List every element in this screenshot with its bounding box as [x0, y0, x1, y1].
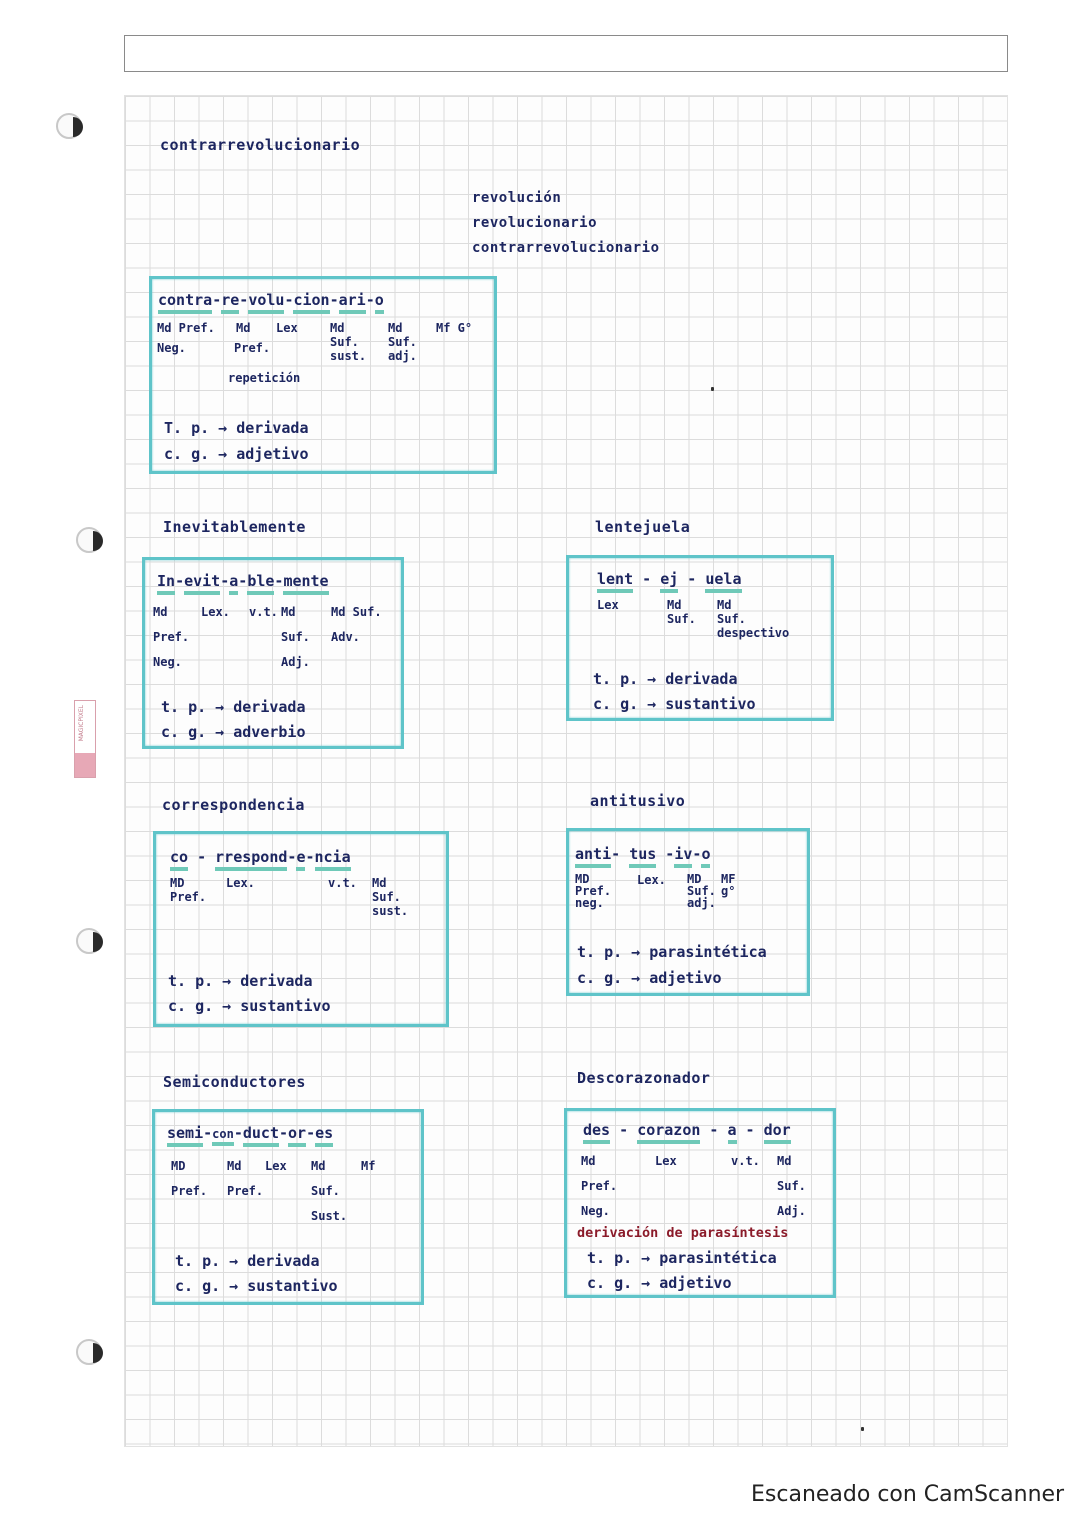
binder-hole-icon [76, 928, 103, 954]
process-type: t. p. → parasintética [587, 1249, 777, 1267]
derivation-step: revolucionario [472, 215, 598, 231]
grammatical-category: c. g. → adjetivo [164, 445, 309, 463]
margin-sticker-text: MAGICPIXEL [78, 705, 85, 742]
grammatical-category: c. g. → sustantivo [175, 1277, 338, 1295]
grammatical-category: c. g. → sustantivo [593, 695, 756, 713]
analysis-box-contrarrevolucionario: contra-re-volu-cion-ari-o Md Pref.Neg. M… [149, 276, 497, 474]
header-blank-field [124, 35, 1008, 72]
binder-hole-icon [76, 1339, 103, 1365]
grammatical-category: c. g. → adverbio [161, 723, 306, 741]
process-type: t. p. → parasintética [577, 943, 767, 961]
binder-hole-icon [56, 113, 83, 139]
entry-title: antitusivo [590, 792, 686, 810]
margin-sticker: MAGICPIXEL [74, 700, 96, 778]
process-type: T. p. → derivada [164, 419, 309, 437]
entry-title: Inevitablemente [163, 518, 306, 536]
entry-title: Descorazonador [577, 1069, 711, 1087]
grammatical-category: c. g. → adjetivo [577, 969, 722, 987]
entry-title: correspondencia [162, 796, 305, 814]
derivation-chain: revolución revolucionario contrarrevoluc… [472, 186, 660, 261]
parasynthesis-note: derivación de parasíntesis [577, 1225, 789, 1241]
binder-hole-icon [76, 527, 103, 553]
entry-title: lentejuela [595, 518, 691, 536]
process-type: t. p. → derivada [593, 670, 738, 688]
grammatical-category: c. g. → sustantivo [168, 997, 331, 1015]
process-type: t. p. → derivada [168, 972, 313, 990]
derivation-step: contrarrevolucionario [472, 240, 660, 256]
scanner-watermark: Escaneado con CamScanner [751, 1482, 1065, 1507]
segment-row: contra-re-volu-cion-ari-o [158, 291, 384, 314]
process-type: t. p. → derivada [161, 698, 306, 716]
derivation-step: revolución [472, 190, 562, 206]
grammatical-category: c. g. → adjetivo [587, 1274, 732, 1292]
process-type: t. p. → derivada [175, 1252, 320, 1270]
entry-title: Semiconductores [163, 1073, 306, 1091]
intro-title: contrarrevolucionario [160, 136, 361, 154]
grid-paper [124, 95, 1008, 1447]
